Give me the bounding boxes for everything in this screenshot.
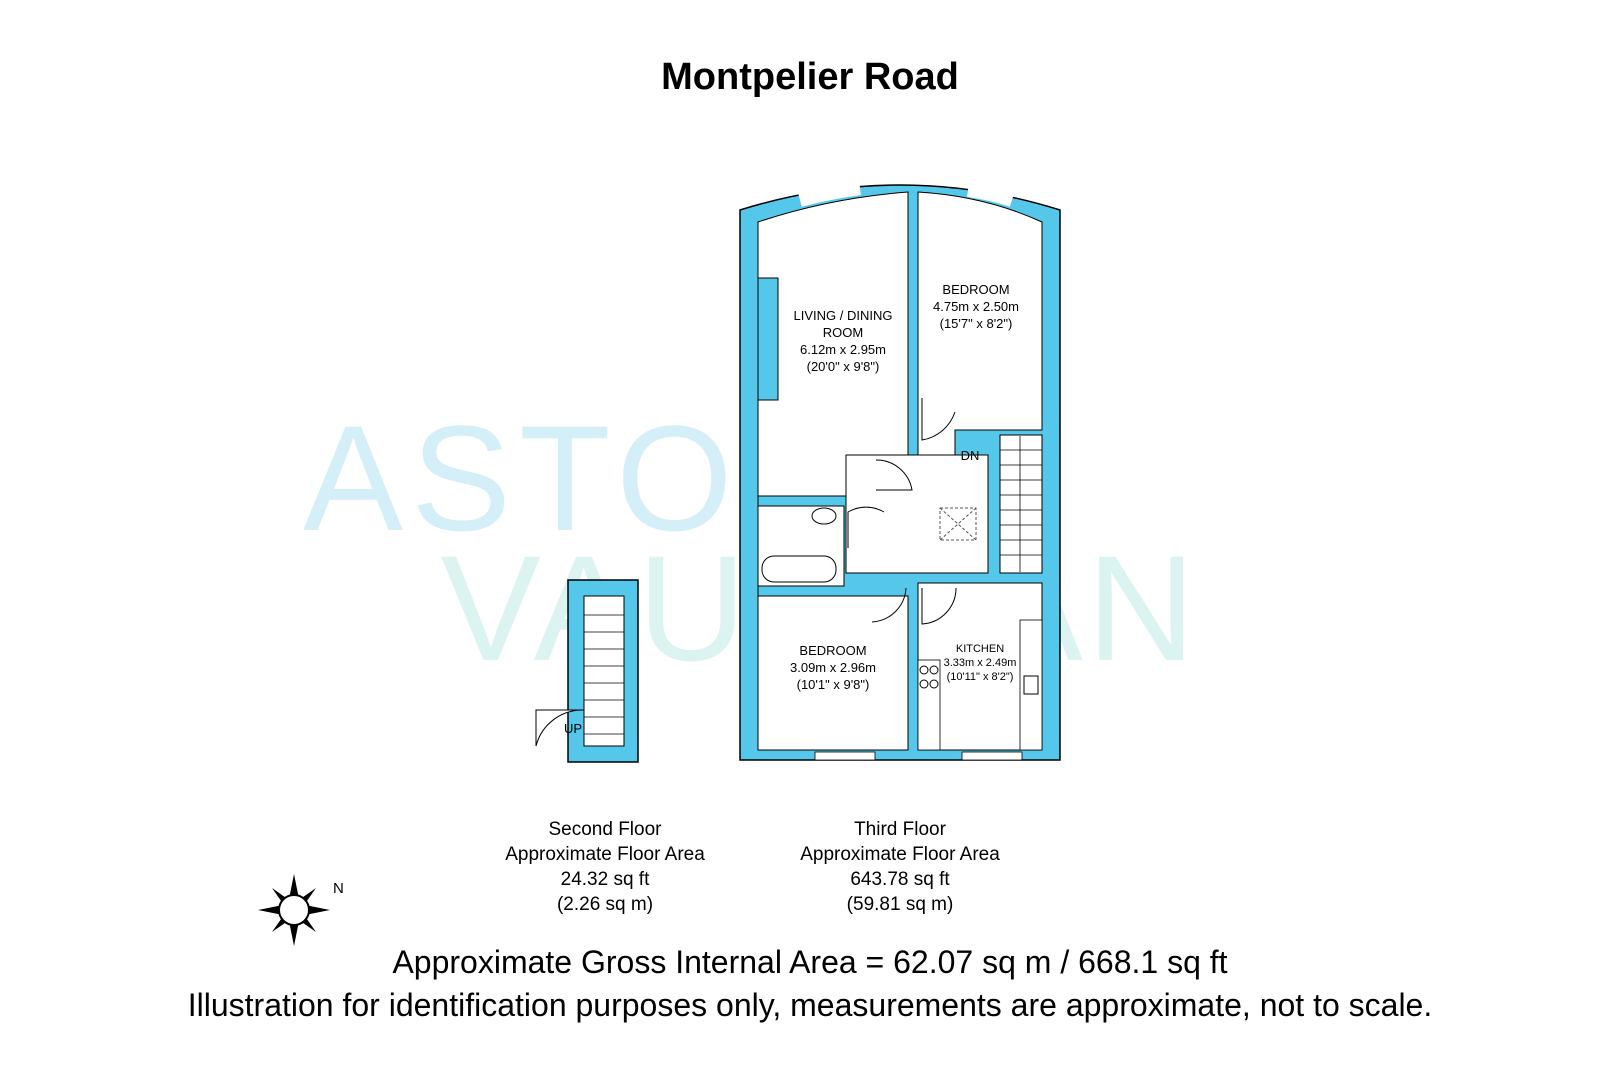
kitchen-imperial: (10'11" x 8'2") [947, 671, 1014, 683]
room-bedroom-top [917, 191, 1043, 456]
hob-2 [929, 665, 939, 675]
window-top-right [967, 183, 1015, 207]
living-name-1: LIVING / DINING [794, 308, 893, 323]
compass-north-label: N [333, 880, 344, 897]
page-title: Montpelier Road [661, 56, 959, 98]
living-metric: 6.12m x 2.95m [800, 342, 886, 357]
third-floor-plan [739, 181, 1061, 761]
stairs-up-label: UP [564, 721, 582, 736]
bedroom-top-imperial: (15'7" x 8'2") [940, 316, 1013, 331]
bedroom-top-metric: 4.75m x 2.50m [933, 299, 1019, 314]
kitchen-units [1019, 619, 1043, 751]
stairs-down [1000, 436, 1042, 572]
window-bottom-left [814, 751, 876, 761]
third-floor-sqm: (59.81 sq m) [846, 894, 954, 915]
loft-hatch [939, 507, 977, 541]
second-floor-sqm: (2.26 sq m) [556, 894, 654, 915]
gross-internal-area: Approximate Gross Internal Area = 62.07 … [392, 944, 1228, 980]
second-floor-sqft: 24.32 sq ft [560, 869, 650, 890]
living-imperial: (20'0" x 9'8") [807, 359, 880, 374]
window-top-left [798, 181, 861, 207]
room-labels: LIVING / DINING ROOM 6.12m x 2.95m (20'0… [564, 282, 1019, 736]
hob-4 [929, 679, 939, 689]
hob-3 [919, 679, 929, 689]
stair-well [999, 434, 1043, 574]
living-name-2: ROOM [823, 325, 863, 340]
sink [1023, 675, 1039, 695]
kitchen-name: KITCHEN [956, 643, 1004, 655]
stairs-down-label: DN [961, 448, 980, 463]
room-hall [845, 454, 989, 574]
third-floor-sqft: 643.78 sq ft [850, 869, 950, 890]
bathtub [761, 555, 837, 583]
wall-stub [757, 277, 779, 401]
second-floor-label: Approximate Floor Area [505, 844, 705, 865]
bedroom-bottom-imperial: (10'1" x 9'8") [797, 677, 870, 692]
door-bedroom-top [921, 398, 956, 441]
window-bottom-right [961, 751, 1023, 761]
door-bathroom [847, 506, 885, 548]
third-floor-area: Third Floor Approximate Floor Area 643.7… [765, 817, 1035, 917]
room-bedroom-bottom [757, 595, 909, 751]
door-living [875, 459, 913, 491]
bedroom-bottom-metric: 3.09m x 2.96m [790, 660, 876, 675]
door-bedroom-bottom [871, 587, 907, 623]
bedroom-top-name: BEDROOM [942, 282, 1009, 297]
washbasin [811, 507, 837, 525]
second-floor-plan [535, 579, 639, 763]
compass-icon [258, 874, 330, 946]
third-floor-name: Third Floor [854, 819, 946, 840]
worktop [917, 659, 941, 751]
door-kitchen [921, 587, 957, 625]
second-floor-door [535, 709, 585, 747]
second-floor-name: Second Floor [548, 819, 662, 840]
second-floor-stairs [583, 595, 625, 747]
hob-1 [919, 665, 929, 675]
disclaimer: Illustration for identification purposes… [187, 987, 1433, 1023]
second-floor-area: Second Floor Approximate Floor Area 24.3… [470, 817, 740, 917]
third-floor-label: Approximate Floor Area [800, 844, 1000, 865]
kitchen-metric: 3.33m x 2.49m [944, 657, 1017, 669]
bedroom-bottom-name: BEDROOM [799, 643, 866, 658]
